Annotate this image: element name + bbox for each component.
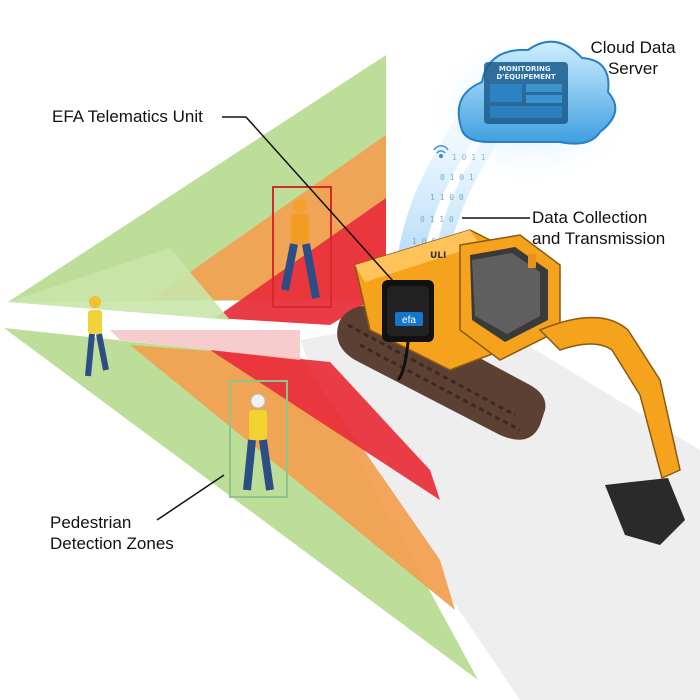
data-collection-label: Data Collection and Transmission	[532, 208, 666, 248]
lower-zone-outer	[4, 328, 478, 680]
svg-text:0 1 0 1: 0 1 0 1	[440, 173, 474, 182]
lower-detection-zone	[4, 328, 478, 680]
excavator-bucket	[605, 478, 685, 545]
efa-telematics-device: efa	[382, 280, 434, 381]
lower-zone-middle	[130, 345, 455, 610]
svg-text:1 0 0 1: 1 0 0 1	[412, 237, 446, 246]
worker-left	[85, 296, 109, 377]
cab-badge: ULI	[430, 251, 446, 261]
excavator-boom	[538, 316, 681, 480]
device-brand: efa	[402, 315, 416, 326]
detection-box-green	[229, 380, 288, 498]
efa-leader-line-diagonal	[245, 116, 394, 282]
upper-detection-zone	[8, 55, 386, 325]
upper-zone-inner	[215, 198, 386, 325]
worker-upper	[272, 186, 332, 308]
upper-zone-shade	[8, 248, 230, 320]
pedestrian-leader-line	[156, 474, 225, 521]
cloud-icon: MONITORING D'ÉQUIPEMENT	[420, 30, 640, 190]
worker-lower	[229, 380, 288, 498]
excavator-icon: ULI	[337, 229, 685, 545]
cloud-server-label: Cloud Data Server	[590, 38, 676, 78]
ground-shadow	[300, 310, 700, 700]
detection-box-red	[272, 186, 332, 308]
svg-text:0 1 1 0: 0 1 1 0	[420, 215, 454, 224]
pedestrian-zones-label: Pedestrian Detection Zones	[50, 513, 174, 553]
lower-zone-beam	[110, 330, 300, 360]
svg-text:1 1 0 0: 1 1 0 0	[430, 193, 464, 202]
lower-zone-inner	[210, 350, 440, 500]
cloud-screen-title: MONITORING D'ÉQUIPEMENT	[496, 65, 555, 81]
efa-unit-label: EFA Telematics Unit	[52, 107, 203, 126]
